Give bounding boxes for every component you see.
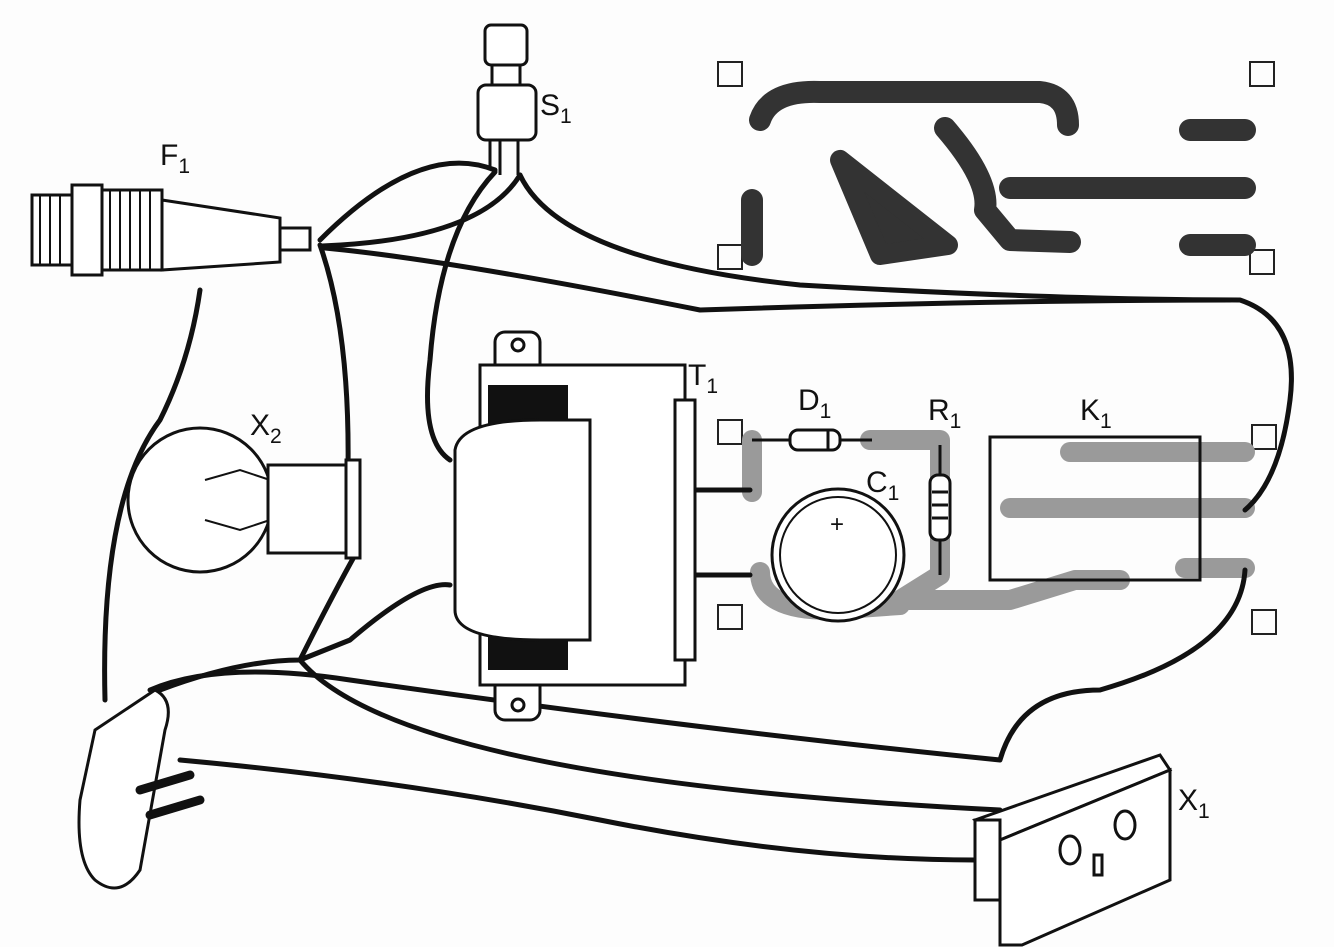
capacitor-plus-sign: + xyxy=(830,511,844,538)
fuse-holder-f1 xyxy=(30,183,312,277)
socket-x1 xyxy=(971,753,1173,947)
resistor-r1 xyxy=(928,445,952,575)
label-x1: X1 xyxy=(1178,784,1210,823)
label-k1: K1 xyxy=(1080,394,1112,433)
pcb-traces xyxy=(717,419,1277,635)
label-t1: T1 xyxy=(688,359,718,398)
label-x2: X2 xyxy=(250,409,282,448)
label-f1: F1 xyxy=(160,139,190,178)
diode-d1 xyxy=(752,428,872,452)
label-s1: S1 xyxy=(540,89,572,128)
label-d1: D1 xyxy=(798,384,831,423)
lamp-x2 xyxy=(126,426,362,574)
pcb-layout-top xyxy=(717,61,1275,275)
power-plug xyxy=(77,688,205,890)
label-r1: R1 xyxy=(928,394,961,433)
wires xyxy=(102,160,1294,863)
switch-s1[interactable] xyxy=(476,23,538,175)
relay-k1 xyxy=(988,435,1202,582)
label-c1: C1 xyxy=(866,466,899,505)
capacitor-c1 xyxy=(770,487,906,623)
transformer-t1 xyxy=(453,330,697,722)
